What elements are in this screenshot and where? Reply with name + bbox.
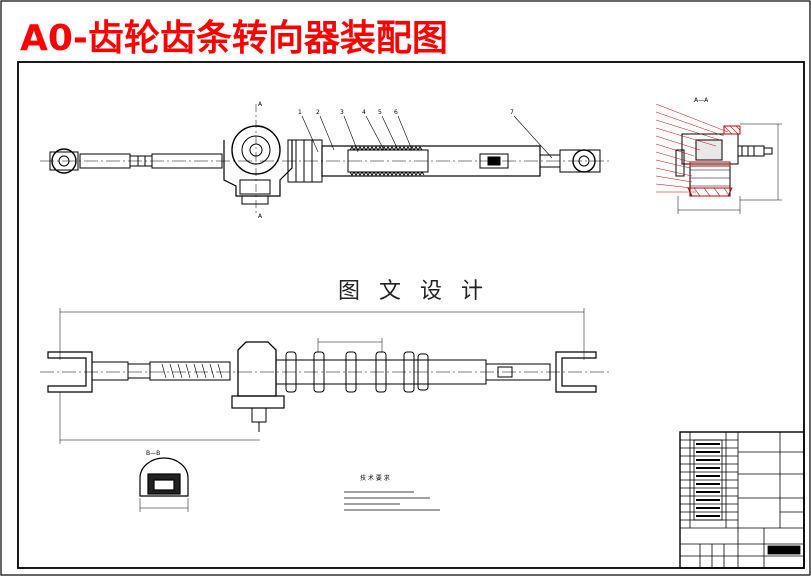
part-number-1: 1 (298, 109, 302, 116)
part-number-2: 2 (316, 109, 320, 116)
section-marker-top: A (258, 101, 263, 108)
tech-requirements-title: 技 术 要 求 (360, 474, 390, 482)
section-bb-view (139, 457, 189, 512)
top-view-assembly (40, 104, 610, 216)
part-number-7: 7 (510, 109, 514, 116)
section-marker-bottom: A (258, 213, 263, 220)
section-aa-leaders (655, 103, 729, 193)
part-number-3: 3 (340, 109, 344, 116)
section-aa-label: A—A (694, 97, 709, 104)
part-number-6: 6 (394, 109, 398, 116)
section-bb-label: B—B (146, 450, 160, 457)
drawing-title: A0-齿轮齿条转向器装配图 (20, 18, 448, 59)
tech-requirements-lines (344, 491, 440, 511)
front-view-assembly (40, 308, 610, 444)
part-number-4: 4 (362, 109, 366, 116)
title-block (679, 431, 805, 569)
watermark-text: 图 文 设 计 (338, 279, 489, 304)
section-aa-view (675, 123, 782, 214)
part-number-5: 5 (378, 109, 382, 116)
inner-frame (17, 61, 805, 569)
part-leaders (301, 115, 553, 159)
